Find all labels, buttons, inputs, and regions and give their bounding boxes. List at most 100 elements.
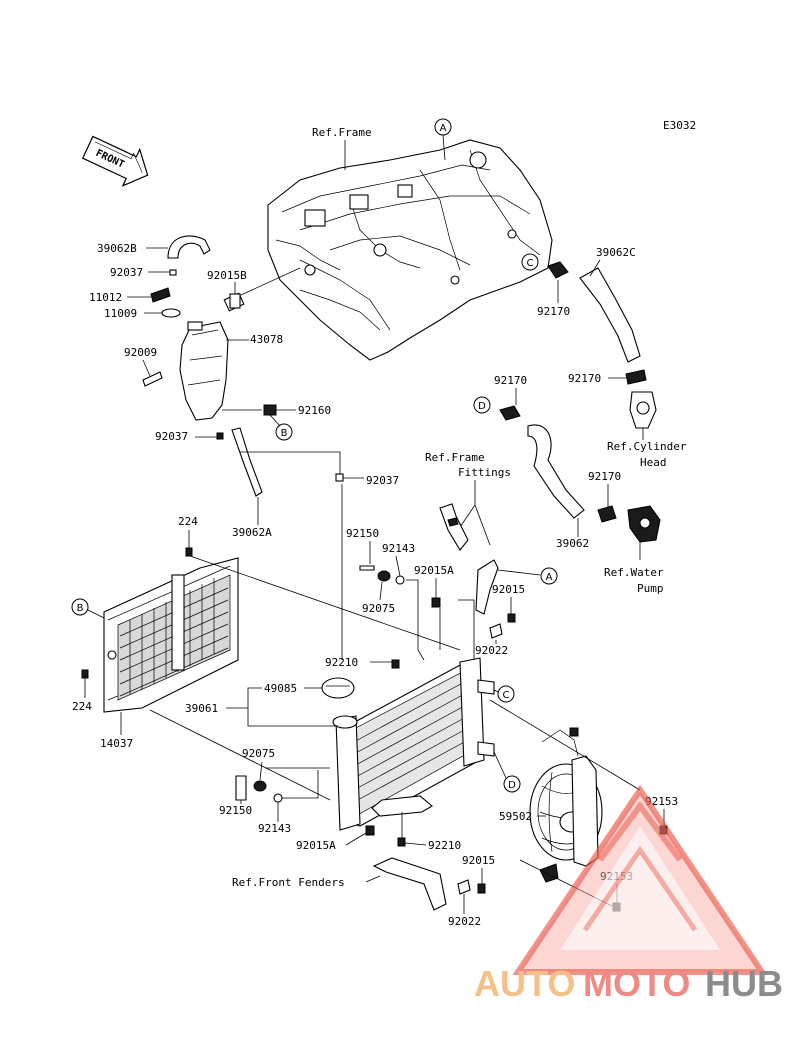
label-39062: 39062 — [556, 537, 589, 550]
ref-frame-label: Ref.Frame — [312, 126, 372, 139]
nut-92210-upper — [391, 659, 400, 669]
clamp-92170-upper — [547, 261, 569, 279]
fender-bracket — [372, 857, 447, 911]
svg-text:C: C — [527, 258, 534, 269]
label-92015-b: 92015 — [462, 854, 495, 867]
callout-b-lower: B — [71, 598, 89, 616]
bolt-92150-lower — [235, 775, 247, 801]
nut-92015a-lower — [365, 825, 375, 836]
bolt-92009 — [142, 371, 163, 387]
nut-92015a-upper — [431, 597, 441, 608]
screw-224-side — [81, 669, 89, 679]
label-92015a-a: 92015A — [414, 564, 454, 577]
callout-c-upper: C — [521, 253, 539, 271]
nut-92015-upper — [507, 613, 516, 623]
nut-92210-lower — [397, 837, 406, 847]
radiator-39061 — [332, 657, 495, 831]
ref-frame-fittings-2: Fittings — [458, 466, 511, 479]
label-43078: 43078 — [250, 333, 283, 346]
label-92037-a: 92037 — [110, 266, 143, 279]
frame-fittings-bracket — [439, 503, 499, 615]
svg-text:A: A — [440, 123, 447, 134]
ref-cylinder-head-1: Ref.Cylinder — [607, 440, 687, 453]
collar-92022-lower — [457, 879, 471, 895]
label-92143-a: 92143 — [382, 542, 415, 555]
nut-92015-lower — [477, 883, 486, 894]
svg-text:D: D — [478, 401, 486, 412]
label-92170-a: 92170 — [537, 305, 570, 318]
radiator-screen-14037 — [103, 557, 239, 713]
diagram-code: E3032 — [663, 119, 696, 132]
svg-text:D: D — [508, 780, 516, 791]
label-49085: 49085 — [264, 682, 297, 695]
label-92022-a: 92022 — [475, 644, 508, 657]
label-92009: 92009 — [124, 346, 157, 359]
clamp-92170-head — [625, 369, 647, 385]
water-pump-fitting — [627, 505, 661, 543]
svg-text:C: C — [503, 690, 510, 701]
gasket-11009 — [161, 308, 181, 318]
callout-c-lower: C — [497, 685, 515, 703]
label-92143-b: 92143 — [258, 822, 291, 835]
front-arrow-icon: FRONT — [81, 135, 149, 187]
radiator-hose-39062c — [579, 267, 641, 363]
label-92210-a: 92210 — [325, 656, 358, 669]
bolt-92150-upper — [359, 565, 375, 571]
label-92160: 92160 — [298, 404, 331, 417]
collar-92022-upper — [489, 623, 503, 639]
label-92150-a: 92150 — [346, 527, 379, 540]
label-92170-d: 92170 — [588, 470, 621, 483]
watermark-hub: HUB — [705, 963, 783, 1004]
watermark-auto: AUTO — [474, 963, 575, 1004]
label-39061: 39061 — [185, 702, 218, 715]
clamp-92170-pump — [597, 505, 617, 523]
label-92022-b: 92022 — [448, 915, 481, 928]
radiator-hose-39062 — [527, 424, 585, 519]
label-224-b: 224 — [72, 700, 92, 713]
watermark-moto: MOTO — [583, 963, 690, 1004]
callout-a-top: A — [434, 118, 452, 136]
watermark-logo — [512, 784, 768, 975]
label-39062a: 39062A — [232, 526, 272, 539]
clip-92037-mid — [216, 432, 224, 440]
reservoir-cap-11012 — [150, 287, 171, 303]
watermark-text: AUTO MOTO HUB — [474, 963, 783, 1004]
ref-water-pump-2: Pump — [637, 582, 664, 595]
radiator-fan-59502 — [529, 727, 603, 883]
svg-text:B: B — [77, 603, 84, 614]
ref-frame-fittings-1: Ref.Frame — [425, 451, 485, 464]
callout-d-upper: D — [473, 396, 491, 414]
clamp-92170-mid — [499, 405, 521, 421]
ref-cylinder-head-2: Head — [640, 456, 667, 469]
grommet-92075-lower — [253, 780, 267, 792]
clamp-92015b — [229, 293, 241, 309]
frame-illustration — [223, 139, 553, 361]
label-14037: 14037 — [100, 737, 133, 750]
ref-water-pump-1: Ref.Water — [604, 566, 664, 579]
label-11012: 11012 — [89, 291, 122, 304]
label-92015b: 92015B — [207, 269, 247, 282]
label-92210-b: 92210 — [428, 839, 461, 852]
svg-text:B: B — [281, 428, 288, 439]
label-92170-c: 92170 — [494, 374, 527, 387]
label-92075-a: 92075 — [362, 602, 395, 615]
label-59502: 59502 — [499, 810, 532, 823]
reservoir-hose-39062b — [167, 235, 211, 259]
grommet-92075-upper — [377, 570, 391, 582]
overflow-hose-39062a — [231, 427, 263, 497]
label-39062c: 39062C — [596, 246, 636, 259]
collar-92143-lower — [273, 793, 283, 803]
label-224-a: 224 — [178, 515, 198, 528]
clip-92037-top — [169, 269, 177, 276]
label-92170-b: 92170 — [568, 372, 601, 385]
label-92015-a: 92015 — [492, 583, 525, 596]
label-92015a-b: 92015A — [296, 839, 336, 852]
clip-92037-lower — [335, 473, 344, 482]
ref-front-fenders-label: Ref.Front Fenders — [232, 876, 345, 889]
label-92037-c: 92037 — [366, 474, 399, 487]
label-92075-b: 92075 — [242, 747, 275, 760]
callout-d-lower: D — [503, 775, 521, 793]
grommet-92160 — [263, 404, 277, 416]
